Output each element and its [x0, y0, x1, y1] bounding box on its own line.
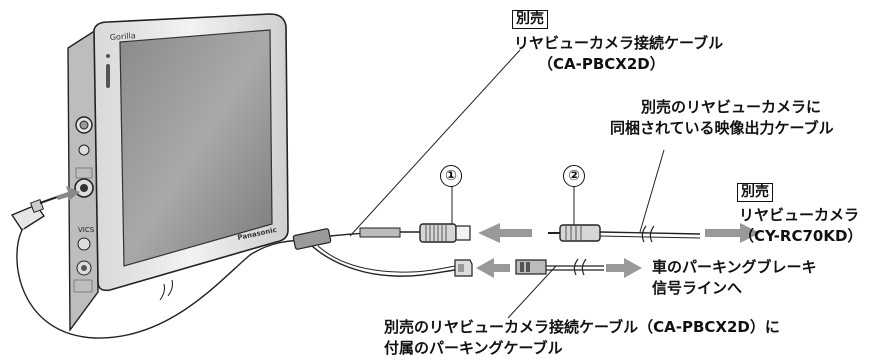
device-screen	[119, 29, 273, 267]
arrow-to-camera	[705, 223, 760, 243]
plug-left	[10, 195, 61, 231]
camera-cable-label-2: 同梱されている映像出力ケーブル	[610, 119, 834, 137]
cable-main-tag: 別売	[512, 10, 548, 29]
bottom-label-2: 付属のパーキングケーブル	[384, 339, 563, 357]
device-brand-text: Gorilla	[110, 31, 137, 42]
parking-label-1: 車のパーキングブレーキ	[652, 258, 817, 276]
cable-main-label-2: （CA-PBCX2D）	[538, 55, 665, 73]
camera-cable-label-1: 別売のリヤビューカメラに	[641, 98, 822, 116]
headphone-jack	[78, 144, 90, 156]
vics-label: VICS	[78, 226, 95, 234]
marker-2: ②	[563, 165, 585, 187]
connector-2	[548, 186, 601, 242]
parking-cable	[311, 245, 456, 277]
bottom-label-1: 別売のリヤビューカメラ接続ケーブル（CA-PBCX2D）に	[384, 318, 780, 336]
arrow-parking-right	[606, 258, 642, 278]
marker-1: ①	[440, 165, 462, 187]
insert-arrow	[56, 186, 80, 201]
arrow-parking-left	[476, 258, 510, 278]
arrow-connect-left	[478, 223, 532, 243]
camera-tag: 別売	[737, 183, 773, 202]
camera-label-2: （CY-RC70KD）	[739, 227, 863, 245]
camera-label-1: リヤビューカメラ	[739, 206, 860, 224]
camera-cable-device-side	[16, 229, 311, 339]
cable-main-label-1: リヤビューカメラ接続ケーブル	[514, 34, 724, 52]
parking-connector-left	[454, 259, 473, 277]
vics-jack	[77, 237, 91, 251]
navigation-device: Gorilla Panasonic VICS	[67, 13, 289, 333]
connector-1	[419, 186, 471, 243]
parking-label-2: 信号ラインへ	[652, 279, 743, 297]
cable-junction	[292, 228, 332, 250]
parking-connector-right	[515, 259, 547, 275]
